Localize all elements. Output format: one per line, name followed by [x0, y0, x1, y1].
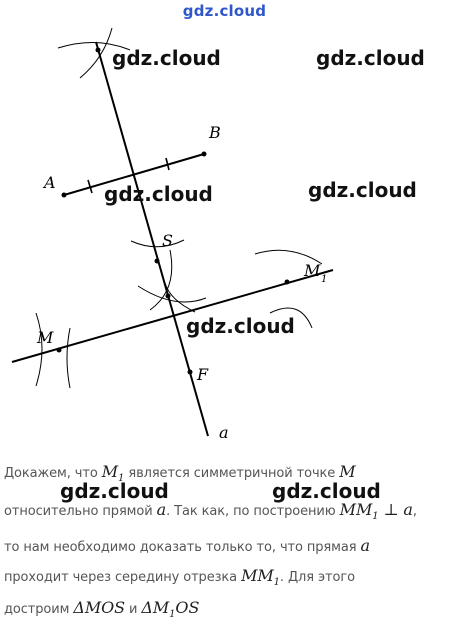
watermark-6: gdz.cloud: [60, 479, 169, 503]
label-b: B: [208, 123, 221, 142]
point-o: [165, 293, 171, 299]
point-b: [201, 151, 207, 157]
arc-m-1: [35, 312, 43, 387]
construction-drawing: A B S F M M 1 a: [11, 28, 334, 442]
arc-s-2: [149, 249, 173, 311]
tick-mark-2: [165, 157, 170, 171]
line-mm1: [11, 269, 334, 363]
solution-line-3: то нам необходимо доказать только то, чт…: [4, 536, 370, 555]
solution-line-5: достроим ΔMOS и ΔM1OS: [4, 598, 200, 620]
label-f: F: [196, 365, 209, 384]
arc-m-2: [66, 327, 71, 389]
watermark-3: gdz.cloud: [104, 182, 213, 206]
point-m: [56, 347, 62, 353]
watermark-5: gdz.cloud: [186, 314, 295, 338]
point-s: [154, 258, 160, 264]
segment-ab: [63, 153, 205, 196]
label-m: M: [36, 328, 54, 347]
arc-o-2: [164, 282, 196, 313]
arc-top-2: [79, 28, 113, 79]
arc-m1-2: [269, 307, 313, 329]
arc-s-1: [130, 239, 185, 248]
label-m1-subscript: 1: [321, 274, 327, 285]
solution-line-4: проходит через середину отрезка MM1. Для…: [4, 566, 355, 588]
watermark-2: gdz.cloud: [316, 46, 425, 70]
arc-top-1: [57, 41, 131, 51]
label-s: S: [162, 231, 173, 250]
tick-mark-1: [87, 179, 93, 194]
label-a: A: [42, 173, 56, 192]
solution-line-2: относительно прямой a. Так как, по постр…: [4, 500, 417, 522]
solution-line-1: Докажем, что M1 является симметричной то…: [4, 462, 356, 484]
watermark-1: gdz.cloud: [112, 46, 221, 70]
site-header: gdz.cloud: [0, 0, 449, 22]
label-line-a: a: [219, 423, 229, 442]
label-m1: M: [303, 261, 321, 280]
watermark-4: gdz.cloud: [308, 178, 417, 202]
arc-o-1: [137, 285, 207, 303]
point-m1: [284, 279, 290, 285]
geometry-figure: A B S F M M 1 a: [0, 28, 449, 448]
line-a: [95, 41, 209, 437]
watermark-7: gdz.cloud: [272, 479, 381, 503]
point-f: [187, 369, 193, 375]
site-logo-text[interactable]: gdz.cloud: [182, 2, 267, 20]
point-top: [95, 47, 101, 53]
arc-m1-1: [254, 249, 323, 265]
point-a: [61, 192, 67, 198]
